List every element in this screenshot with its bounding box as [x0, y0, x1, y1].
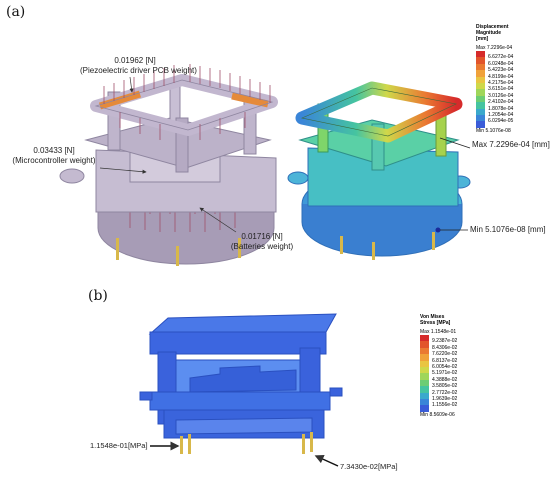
legend-title-line: Von Mises	[420, 314, 445, 320]
mcu-load-value: 0.03433 [N]	[33, 146, 75, 155]
displacement-legend-color-swatch	[476, 89, 485, 96]
displacement-legend-tick-label: 6.0248e-04	[488, 60, 514, 67]
stress-contour-model	[139, 313, 343, 467]
displacement-legend-tick-label: 1.8078e-04	[488, 105, 514, 112]
stress-legend-tick-label: 2.7722e-02	[432, 389, 458, 396]
displacement-legend-tick-label: 6.6272e-04	[488, 54, 514, 61]
stress-legend-color-swatch	[420, 360, 429, 367]
stress-legend-tick-label: 3.5805e-02	[432, 383, 458, 390]
top-load-arrows	[103, 64, 271, 140]
displacement-legend-color-swatch	[476, 108, 485, 115]
displacement-legend-tick-label: 3.6151e-04	[488, 86, 514, 93]
legend-title-line: [mm]	[476, 36, 489, 42]
displacement-legend-color-swatch	[476, 76, 485, 83]
stress-callout-right: 7.3430e-02[MPa]	[340, 462, 398, 471]
stress-legend-tick-label: 1.1556e-02	[432, 402, 458, 409]
displacement-legend-min-label: Min 5.1076e-08	[476, 127, 511, 134]
stress-legend-tick-label: 4.3888e-02	[432, 376, 458, 383]
legend-title-line: Magnitude	[476, 30, 501, 36]
panel-a-label: (a)	[6, 4, 26, 20]
loaded-frame-model	[59, 64, 278, 266]
stress-legend-color-swatch	[420, 354, 429, 361]
legend-title-line: Stress [MPa]	[420, 320, 451, 326]
displacement-legend-color-swatch	[476, 102, 485, 109]
stress-legend-color-swatch	[420, 367, 429, 374]
stress-legend-max-label: Max 1.1548e-01	[420, 329, 457, 335]
displacement-legend-color-swatch	[476, 57, 485, 64]
legend-title-line: Displacement	[476, 24, 509, 30]
displacement-contour-model	[287, 81, 471, 260]
displacement-legend: Displacement Magnitude [mm] Max 7.2296e-…	[476, 24, 548, 134]
displacement-legend-color-swatch	[476, 63, 485, 71]
displacement-legend-tick-label: 4.8199e-04	[488, 73, 514, 80]
displacement-legend-color-swatch	[476, 83, 485, 90]
stress-legend-color-swatch	[420, 373, 429, 380]
displacement-legend-tick-label: 2.4102e-04	[488, 99, 514, 106]
mcu-load-desc: (Microcontroller weight)	[12, 156, 96, 165]
displacement-legend-color-swatch	[476, 51, 485, 58]
battery-load-value: 0.01716 [N]	[241, 232, 283, 241]
displacement-legend-tick-label: 4.2175e-04	[488, 80, 514, 86]
stress-callout-left: 1.1548e-01[MPa]	[90, 441, 148, 450]
displacement-legend-tick-label: 6.0294e-05	[488, 118, 514, 125]
stress-legend-tick-label: 9.2387e-02	[432, 338, 458, 345]
stress-legend-tick-label: 5.1971e-02	[432, 370, 458, 377]
displacement-legend-title: Displacement Magnitude [mm]	[476, 24, 548, 42]
displacement-legend-tick-label: 3.0126e-04	[488, 92, 514, 99]
stress-legend-tick-label: 7.6220e-02	[432, 351, 458, 358]
stress-legend-color-swatch	[420, 341, 429, 348]
displacement-legend-max-label: Max 7.2296e-04	[476, 45, 513, 51]
stress-legend-color-swatch	[420, 399, 429, 406]
displacement-legend-color-swatch	[476, 115, 485, 122]
panel-b-label: (b)	[88, 288, 108, 304]
displacement-legend-color-swatch	[476, 121, 485, 128]
displacement-legend-color-swatch	[476, 95, 485, 103]
battery-load-desc: (Batteries weight)	[230, 242, 294, 251]
stress-legend-color-swatch	[420, 386, 429, 393]
stress-legend-color-swatch	[420, 379, 429, 387]
displacement-legend-tick-label: 5.4223e-04	[488, 67, 514, 74]
stress-legend-color-swatch	[420, 392, 429, 399]
displacement-legend-tick-label: 1.2054e-04	[488, 112, 514, 118]
stress-legend-tick-label: 1.9639e-02	[432, 396, 458, 402]
stress-legend-color-swatch	[420, 405, 429, 412]
displacement-max-callout: Max 7.2296e-04 [mm]	[472, 140, 550, 149]
displacement-legend-color-swatch	[476, 70, 485, 77]
displacement-min-callout: Min 5.1076e-08 [mm]	[470, 225, 546, 234]
pcb-load-annotation: 0.01962 [N] (Piezoelectric driver PCB we…	[80, 56, 197, 76]
stress-legend-title: Von Mises Stress [MPa]	[420, 314, 494, 326]
pcb-load-desc: (Piezoelectric driver PCB weight)	[80, 66, 197, 75]
stress-legend-color-swatch	[420, 347, 429, 355]
pcb-load-value: 0.01962 [N]	[114, 56, 156, 65]
stress-legend-min-label: Min 8.5609e-06	[420, 411, 455, 418]
battery-load-annotation: 0.01716 [N] (Batteries weight)	[228, 232, 296, 252]
stress-legend-color-swatch	[420, 335, 429, 342]
stress-legend-tick-label: 8.4306e-02	[432, 344, 458, 351]
mcu-load-annotation: 0.03433 [N] (Microcontroller weight)	[8, 146, 100, 166]
stress-legend-tick-label: 6.0054e-02	[432, 364, 458, 370]
stress-legend-tick-label: 6.8137e-02	[432, 357, 458, 364]
